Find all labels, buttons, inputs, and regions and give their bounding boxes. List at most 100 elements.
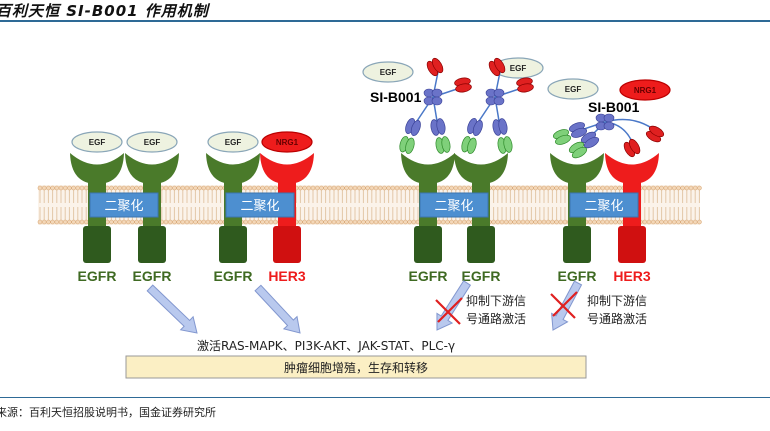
lipid-head — [495, 185, 501, 191]
lipid-head — [617, 185, 622, 191]
fab-heavy-chain — [472, 120, 483, 137]
lipid-head — [319, 219, 324, 225]
lipid-head — [130, 185, 135, 191]
lipid-head — [684, 219, 690, 225]
her3-binding-domain-chain — [455, 83, 472, 93]
receptor-binding-cup — [454, 153, 508, 184]
fab-light-chain — [441, 136, 451, 153]
fab-heavy-chain — [436, 118, 446, 135]
lipid-head — [516, 185, 522, 191]
lipid-head — [529, 185, 534, 191]
lipid-head — [550, 219, 555, 225]
lipid-head — [680, 185, 685, 191]
lipid-head — [121, 185, 127, 191]
lipid-head — [117, 185, 123, 191]
lipid-head — [83, 219, 89, 225]
lipid-head — [562, 185, 568, 191]
fab-heavy-chain — [410, 120, 421, 137]
lipid-head — [138, 185, 144, 191]
lipid-head — [491, 185, 496, 191]
lipid-head — [260, 219, 265, 225]
fc-domain — [603, 121, 615, 131]
fab-heavy — [430, 118, 446, 136]
ligand-egf — [126, 131, 178, 153]
lipid-head — [394, 219, 400, 225]
ligand-label: EGF — [144, 138, 161, 147]
her3-binding-domain — [454, 77, 472, 93]
title-divider — [0, 20, 770, 22]
receptor-kinase-domain — [618, 226, 646, 263]
lipid-head — [209, 185, 215, 191]
signal-arrow — [254, 284, 301, 334]
lipid-head — [655, 185, 660, 191]
ligand-label: NRG1 — [276, 138, 299, 147]
lipid-head — [197, 219, 202, 225]
lipid-head — [163, 219, 169, 225]
lipid-head — [75, 219, 81, 225]
inhibit-text-1-line2: 号通路激活 — [466, 311, 526, 326]
lipid-head — [524, 219, 530, 225]
ligand-egf — [71, 131, 123, 153]
lipid-head — [529, 219, 534, 225]
lipid-head — [260, 185, 265, 191]
lipid-head — [172, 185, 177, 191]
lipid-head — [344, 219, 349, 225]
lipid-head — [520, 185, 526, 191]
lipid-head — [352, 185, 358, 191]
lipid-head — [491, 219, 496, 225]
lipid-head — [247, 185, 253, 191]
fab-light — [435, 136, 451, 154]
lipid-head — [663, 185, 669, 191]
lipid-head — [327, 219, 333, 225]
lipid-head — [180, 185, 186, 191]
lipid-head — [587, 185, 593, 191]
lipid-head — [58, 185, 64, 191]
lipid-head — [617, 219, 622, 225]
lipid-head — [75, 185, 81, 191]
lipid-head — [193, 219, 198, 225]
lipid-head — [344, 185, 349, 191]
lipid-head — [79, 185, 85, 191]
lipid-head — [58, 219, 64, 225]
lipid-head — [377, 219, 383, 225]
ligand-label: EGF — [380, 68, 397, 77]
lipid-head — [524, 185, 530, 191]
inhibit-text-2-line1: 抑制下游信 — [587, 293, 647, 308]
lipid-head — [125, 185, 131, 191]
lipid-head — [512, 219, 517, 225]
lipid-head — [537, 219, 543, 225]
ligand-label: EGF — [510, 64, 527, 73]
lipid-head — [449, 185, 454, 191]
drug-label-left: SI-B001 — [370, 89, 422, 105]
lipid-head — [109, 219, 114, 225]
receptor-binding-cup — [401, 153, 455, 184]
lipid-head — [306, 185, 312, 191]
lipid-head — [361, 219, 366, 225]
receptor-binding-cup — [70, 153, 124, 184]
lipid-head — [201, 185, 207, 191]
fab-heavy-chain — [498, 118, 508, 135]
dimer-label: 二聚化 — [434, 199, 473, 214]
dimer-label: 二聚化 — [104, 199, 143, 214]
receptor-label: HER3 — [268, 268, 306, 284]
lipid-head — [558, 185, 564, 191]
fab-light — [552, 129, 572, 145]
lipid-head — [256, 219, 261, 225]
lipid-head — [697, 185, 702, 191]
fc-domain — [431, 96, 443, 106]
lipid-head — [516, 219, 522, 225]
lipid-head — [545, 185, 551, 191]
result-box — [125, 355, 587, 379]
fc-domain — [431, 88, 443, 98]
lipid-head — [205, 185, 211, 191]
inhibit-text-2-line2: 号通路激活 — [587, 311, 647, 326]
lipid-head — [298, 185, 303, 191]
receptors: EGFREGFEGFREGFEGFREGFHER3NRG1EGFREGFEGFR… — [70, 57, 671, 284]
lipid-head — [314, 219, 320, 225]
lipid-head — [71, 185, 76, 191]
lipid-head — [369, 185, 375, 191]
lipid-head — [323, 185, 328, 191]
lipid-head — [692, 219, 698, 225]
